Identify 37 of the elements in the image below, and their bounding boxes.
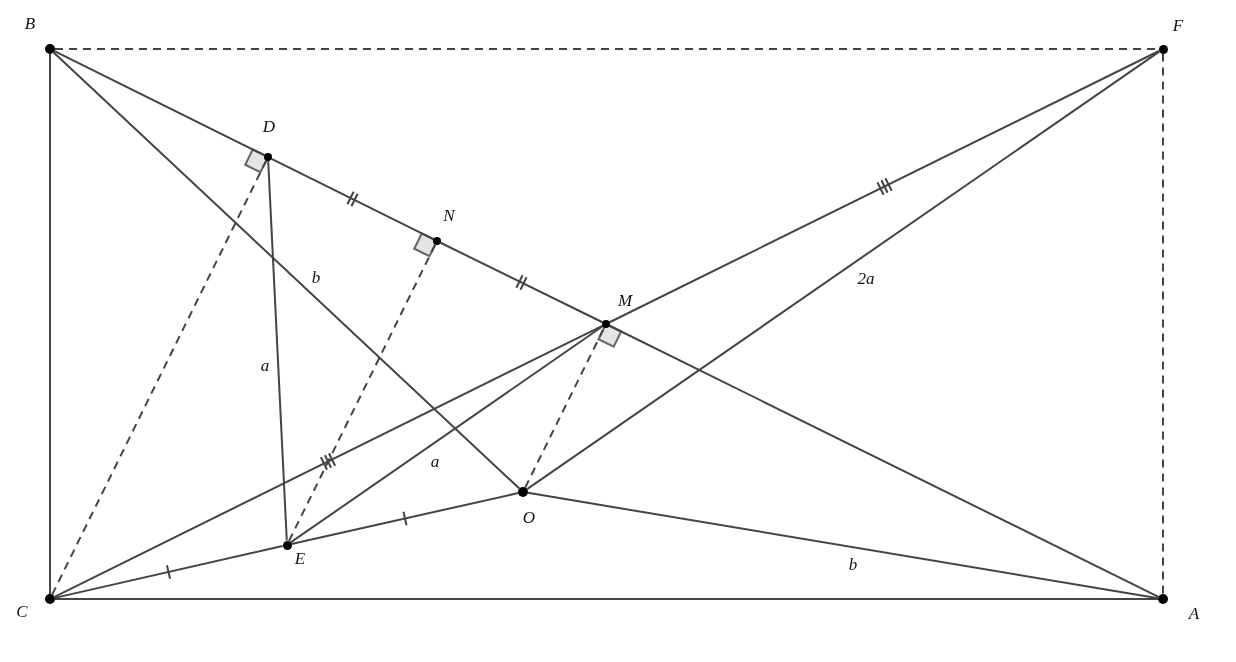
line-segment [290,492,520,545]
line-segment [270,157,435,241]
line-segment [289,325,604,544]
point-label: F [1172,17,1184,35]
line-segment [526,491,1160,600]
point-label: D [262,118,276,136]
line-segment [53,50,266,157]
line-segment [49,53,51,595]
point [433,237,441,245]
line-segment [267,160,288,542]
point [1158,594,1168,604]
line-segment [608,50,1160,324]
line-segment [53,545,284,599]
point [602,320,610,328]
point [1158,44,1168,54]
line-segment [54,598,1159,600]
point-label: A [1188,605,1200,623]
dashed-line [288,243,437,542]
dashed-line [51,159,268,596]
point-label: B [24,15,36,33]
point-label: N [443,207,455,225]
point [45,44,55,54]
point-label: M [617,292,633,310]
point [282,540,292,550]
line-segment [53,324,604,598]
point-label: O [522,509,536,527]
line-segment [439,241,604,324]
point [518,487,528,497]
point [45,594,55,604]
line-segment [526,50,1161,491]
dashed-line [524,326,606,489]
dashed-line [1162,52,1164,595]
point-label: C [16,603,28,621]
point [264,153,272,161]
line-segment [608,324,1160,598]
point-label: E [294,550,306,568]
line-segment [52,51,521,490]
